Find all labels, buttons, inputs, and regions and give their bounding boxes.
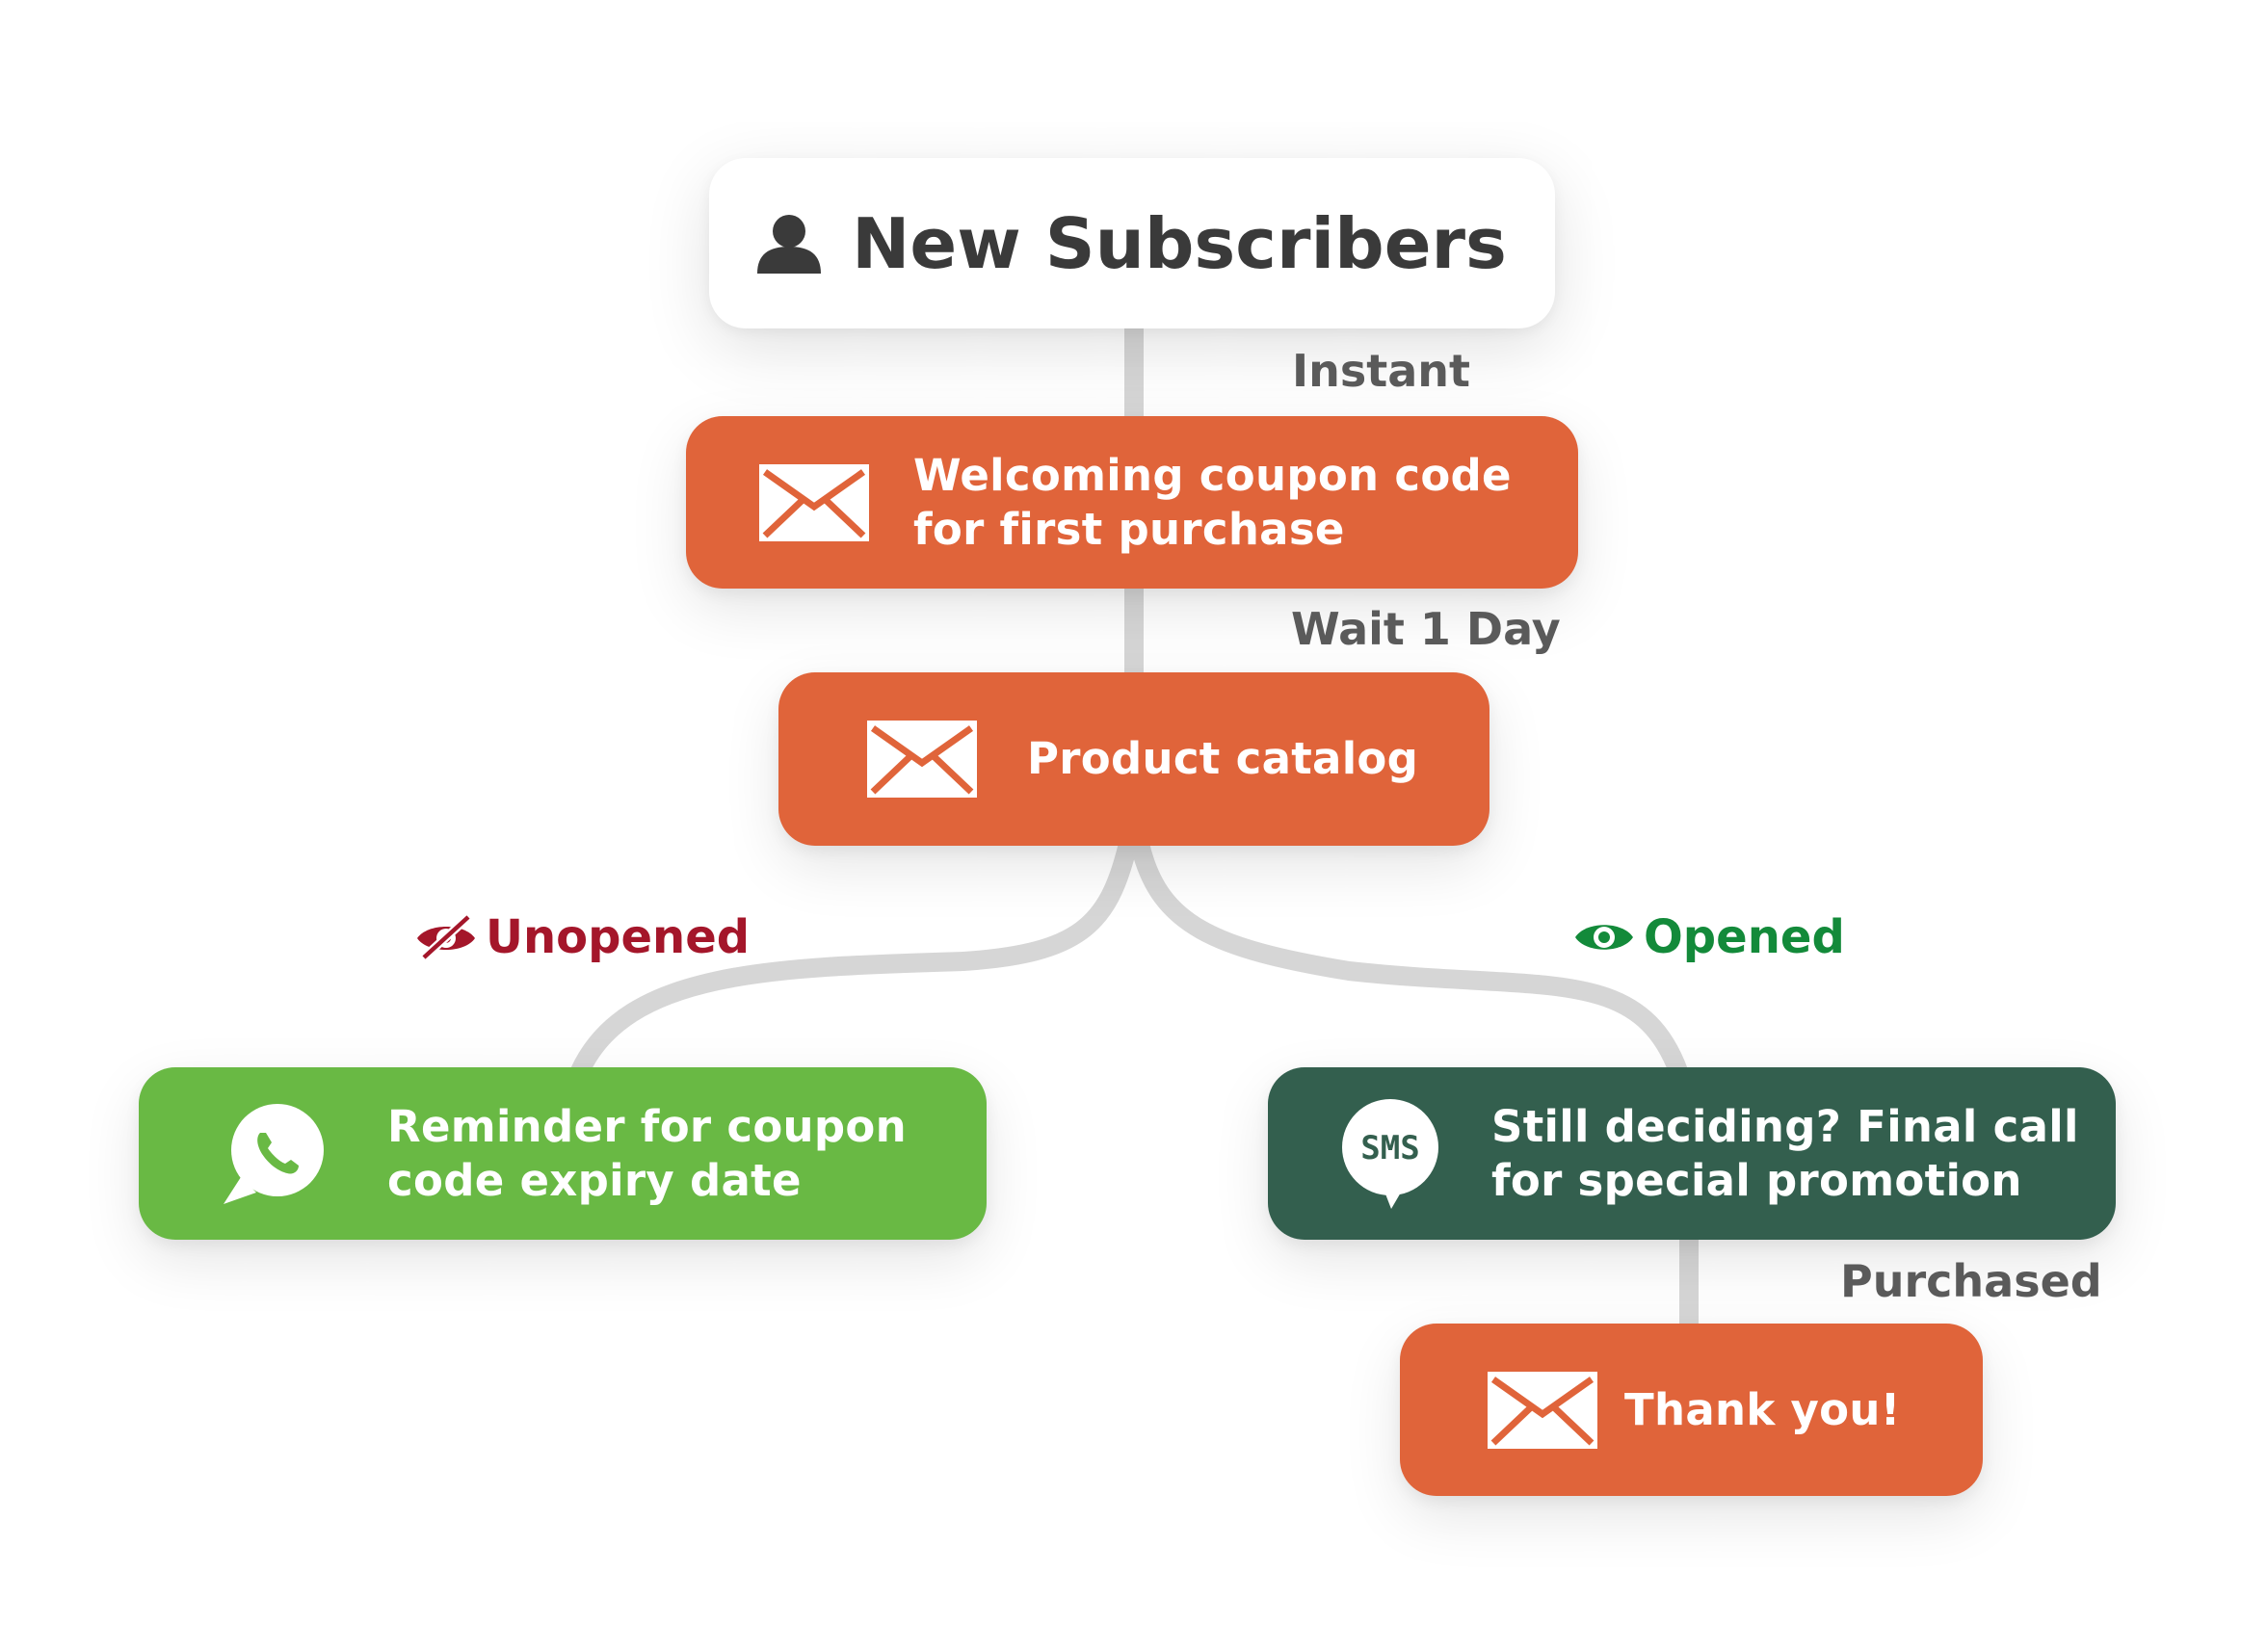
- edge-label-wait: Wait 1 Day: [1291, 603, 1561, 655]
- node-welcome-email[interactable]: Welcoming coupon code for first purchase: [686, 416, 1578, 589]
- user-icon: [757, 214, 822, 274]
- envelope-icon: [1488, 1371, 1597, 1449]
- node-final-call-line2: for special promotion: [1491, 1154, 2022, 1206]
- node-welcome-line1: Welcoming coupon code: [913, 449, 1512, 501]
- node-final-call-line1: Still deciding? Final call: [1491, 1100, 2079, 1152]
- envelope-icon: [867, 721, 977, 798]
- envelope-icon: [759, 463, 869, 541]
- sms-icon: SMS: [1337, 1097, 1443, 1211]
- eye-icon: [1572, 913, 1636, 961]
- node-whatsapp-reminder[interactable]: Reminder for coupon code expiry date: [139, 1067, 987, 1240]
- connector-catalog-to-reminder: [570, 838, 1137, 1081]
- node-reminder-label: Reminder for coupon code expiry date: [387, 1100, 907, 1208]
- edge-label-opened: Opened: [1572, 910, 1845, 964]
- start-node-title: New Subscribers: [852, 202, 1507, 284]
- node-reminder-line1: Reminder for coupon: [387, 1100, 907, 1152]
- node-reminder-line2: code expiry date: [387, 1154, 802, 1206]
- sms-icon-text: SMS: [1360, 1129, 1419, 1167]
- edge-label-purchased: Purchased: [1840, 1255, 2102, 1307]
- node-catalog-line1: Product catalog: [1027, 733, 1419, 784]
- node-welcome-label: Welcoming coupon code for first purchase: [913, 449, 1512, 557]
- node-product-catalog[interactable]: Product catalog: [778, 672, 1489, 846]
- start-node-new-subscribers[interactable]: New Subscribers: [709, 158, 1555, 328]
- node-thanks-line1: Thank you!: [1624, 1383, 1901, 1435]
- edge-label-unopened-text: Unopened: [486, 910, 751, 964]
- edge-label-unopened: Unopened: [414, 910, 750, 964]
- eye-slash-icon: [414, 913, 478, 961]
- node-welcome-line2: for first purchase: [913, 503, 1345, 555]
- node-sms-final-call[interactable]: SMS Still deciding? Final call for speci…: [1268, 1067, 2116, 1240]
- node-final-call-label: Still deciding? Final call for special p…: [1491, 1100, 2079, 1208]
- edge-label-instant: Instant: [1292, 345, 1471, 397]
- whatsapp-icon: [220, 1100, 328, 1208]
- connector-catalog-to-final-call: [1131, 838, 1688, 1081]
- node-thanks-label: Thank you!: [1624, 1383, 1901, 1437]
- node-thank-you[interactable]: Thank you!: [1400, 1324, 1983, 1496]
- node-catalog-label: Product catalog: [1027, 732, 1418, 786]
- edge-label-opened-text: Opened: [1644, 910, 1845, 964]
